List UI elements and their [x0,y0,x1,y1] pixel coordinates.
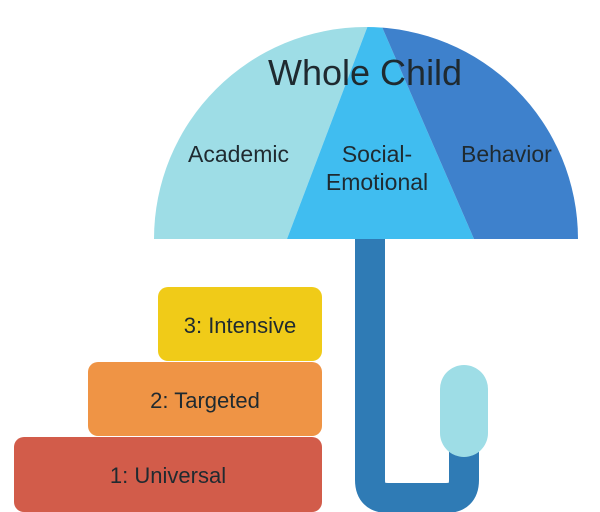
tier-3-label: 3: Intensive [183,313,297,338]
tier-2-targeted-block [88,362,322,436]
segment-label-behavior: Behavior [461,141,552,167]
tier-1-universal-block [14,437,322,512]
tier-3-intensive-block [158,287,322,361]
segment-label-social-line1: Social- [341,141,413,167]
canopy-segment-social-emotional [287,27,474,239]
segment-label-academic: Academic [188,141,289,167]
umbrella-handle-tip [440,365,488,457]
umbrella-handle [355,239,479,512]
umbrella-title: Whole Child [268,52,463,93]
segment-label-social-line2: Emotional [325,169,429,195]
segment-label-social-emotional: Social- Emotional [317,140,437,196]
tier-1-label: 1: Universal [109,463,227,488]
tier-2-label: 2: Targeted [150,388,260,413]
